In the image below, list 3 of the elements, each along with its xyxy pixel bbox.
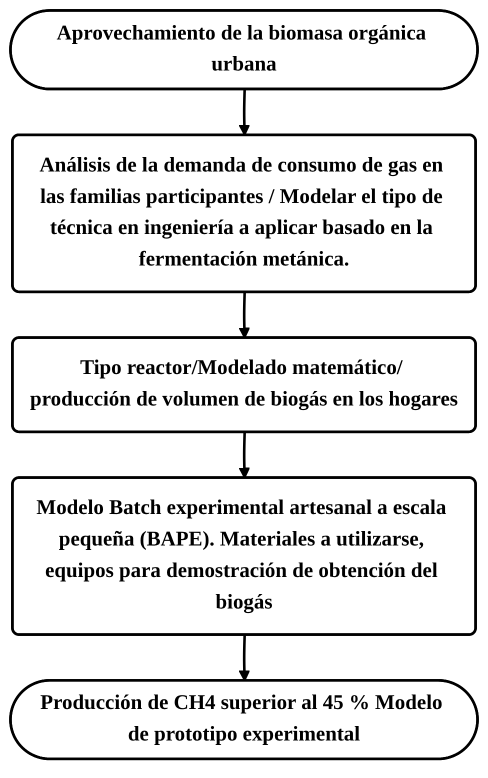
arrow [238,292,250,339]
arrow [238,90,250,136]
arrow [238,432,250,479]
